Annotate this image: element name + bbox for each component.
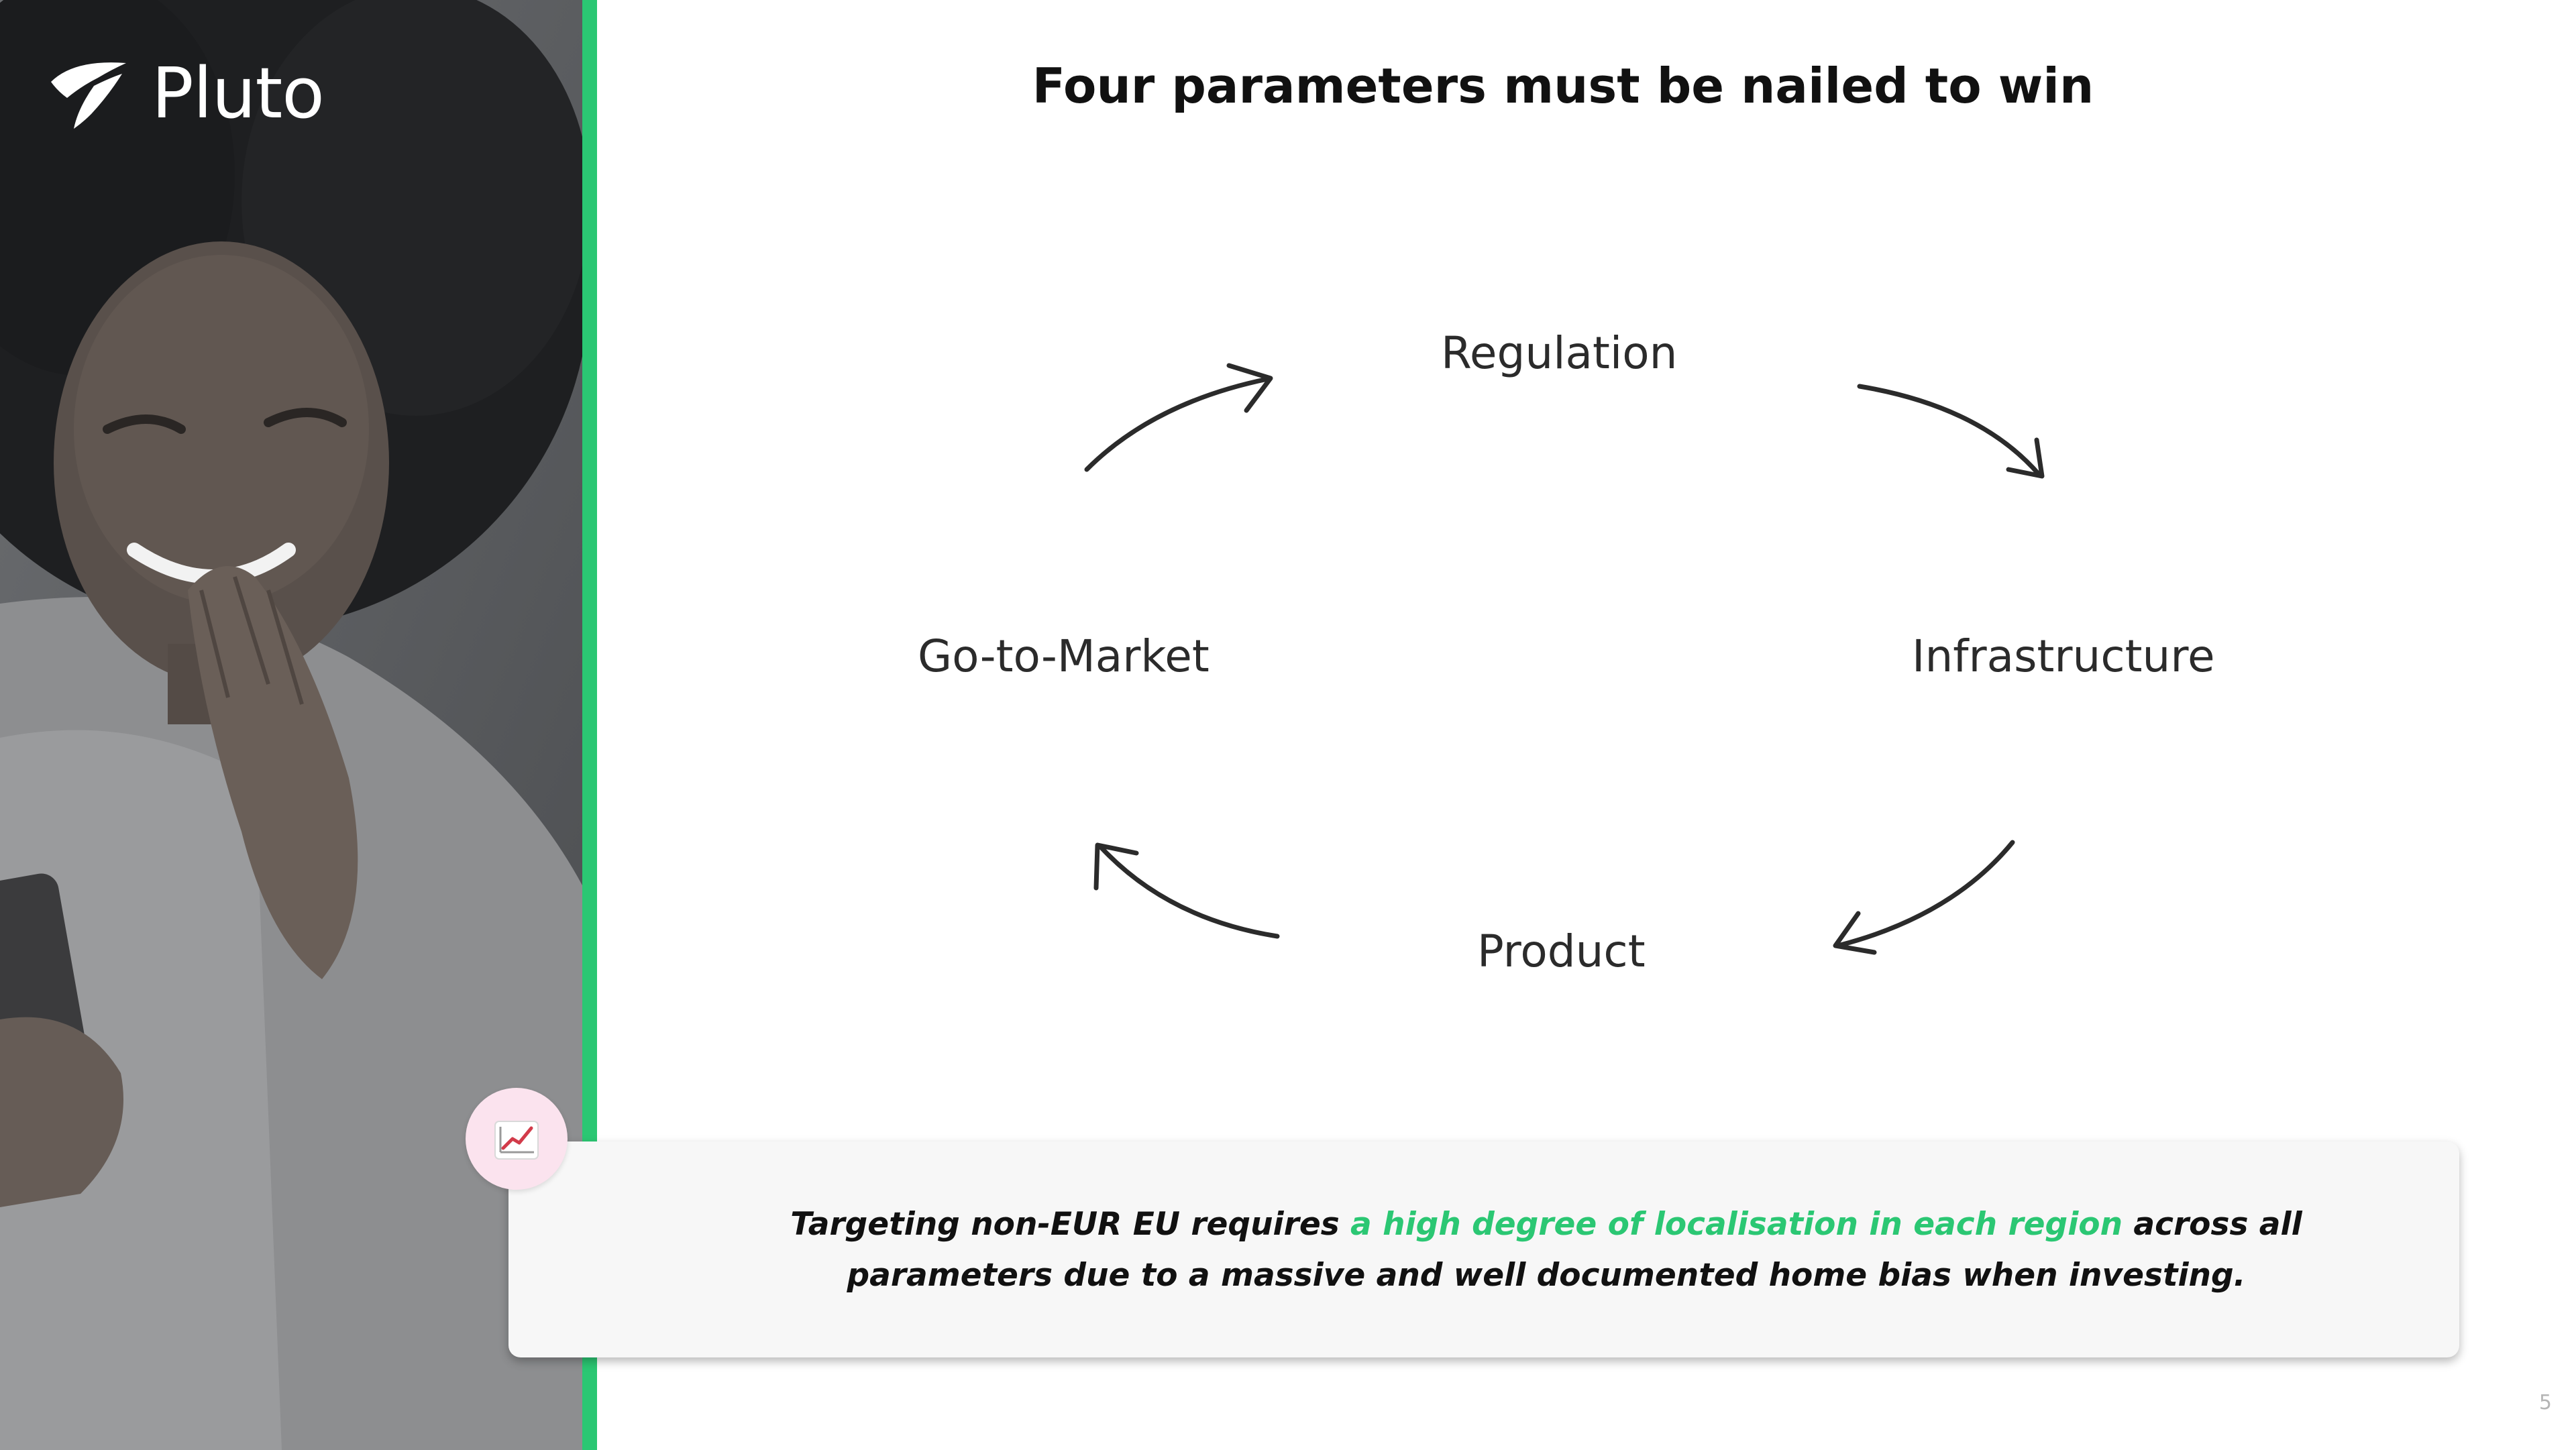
chart-line-icon (494, 1121, 539, 1160)
pluto-logo-icon (51, 62, 126, 129)
callout-badge (466, 1088, 568, 1190)
arrow-regulation-to-infrastructure (1857, 384, 2045, 479)
node-product: Product (1477, 926, 1646, 977)
accent-bar (582, 0, 597, 1450)
hero-photo (0, 0, 582, 1450)
callout-highlight: a high degree of localisation in each re… (1350, 1206, 2123, 1243)
callout-text-after: across all parameters due to a massive a… (847, 1206, 2302, 1294)
node-regulation: Regulation (1441, 327, 1678, 379)
callout-text: Targeting non-EUR EU requires a high deg… (738, 1199, 2355, 1301)
slide-title: Four parameters must be nailed to win (1032, 58, 2094, 114)
arrow-gtm-to-regulation (1084, 363, 1273, 472)
logo-text: Pluto (152, 52, 325, 134)
arrow-infrastructure-to-product (1833, 840, 2015, 955)
pluto-logo: Pluto (47, 52, 325, 134)
arrow-product-to-gtm (1093, 842, 1280, 939)
node-infrastructure: Infrastructure (1912, 630, 2215, 682)
page-number: 5 (2538, 1391, 2552, 1414)
woman-photo-illustration (0, 0, 582, 1450)
node-go-to-market: Go-to-Market (918, 630, 1210, 682)
callout-text-before: Targeting non-EUR EU requires (790, 1206, 1351, 1243)
callout-box (508, 1141, 2459, 1357)
